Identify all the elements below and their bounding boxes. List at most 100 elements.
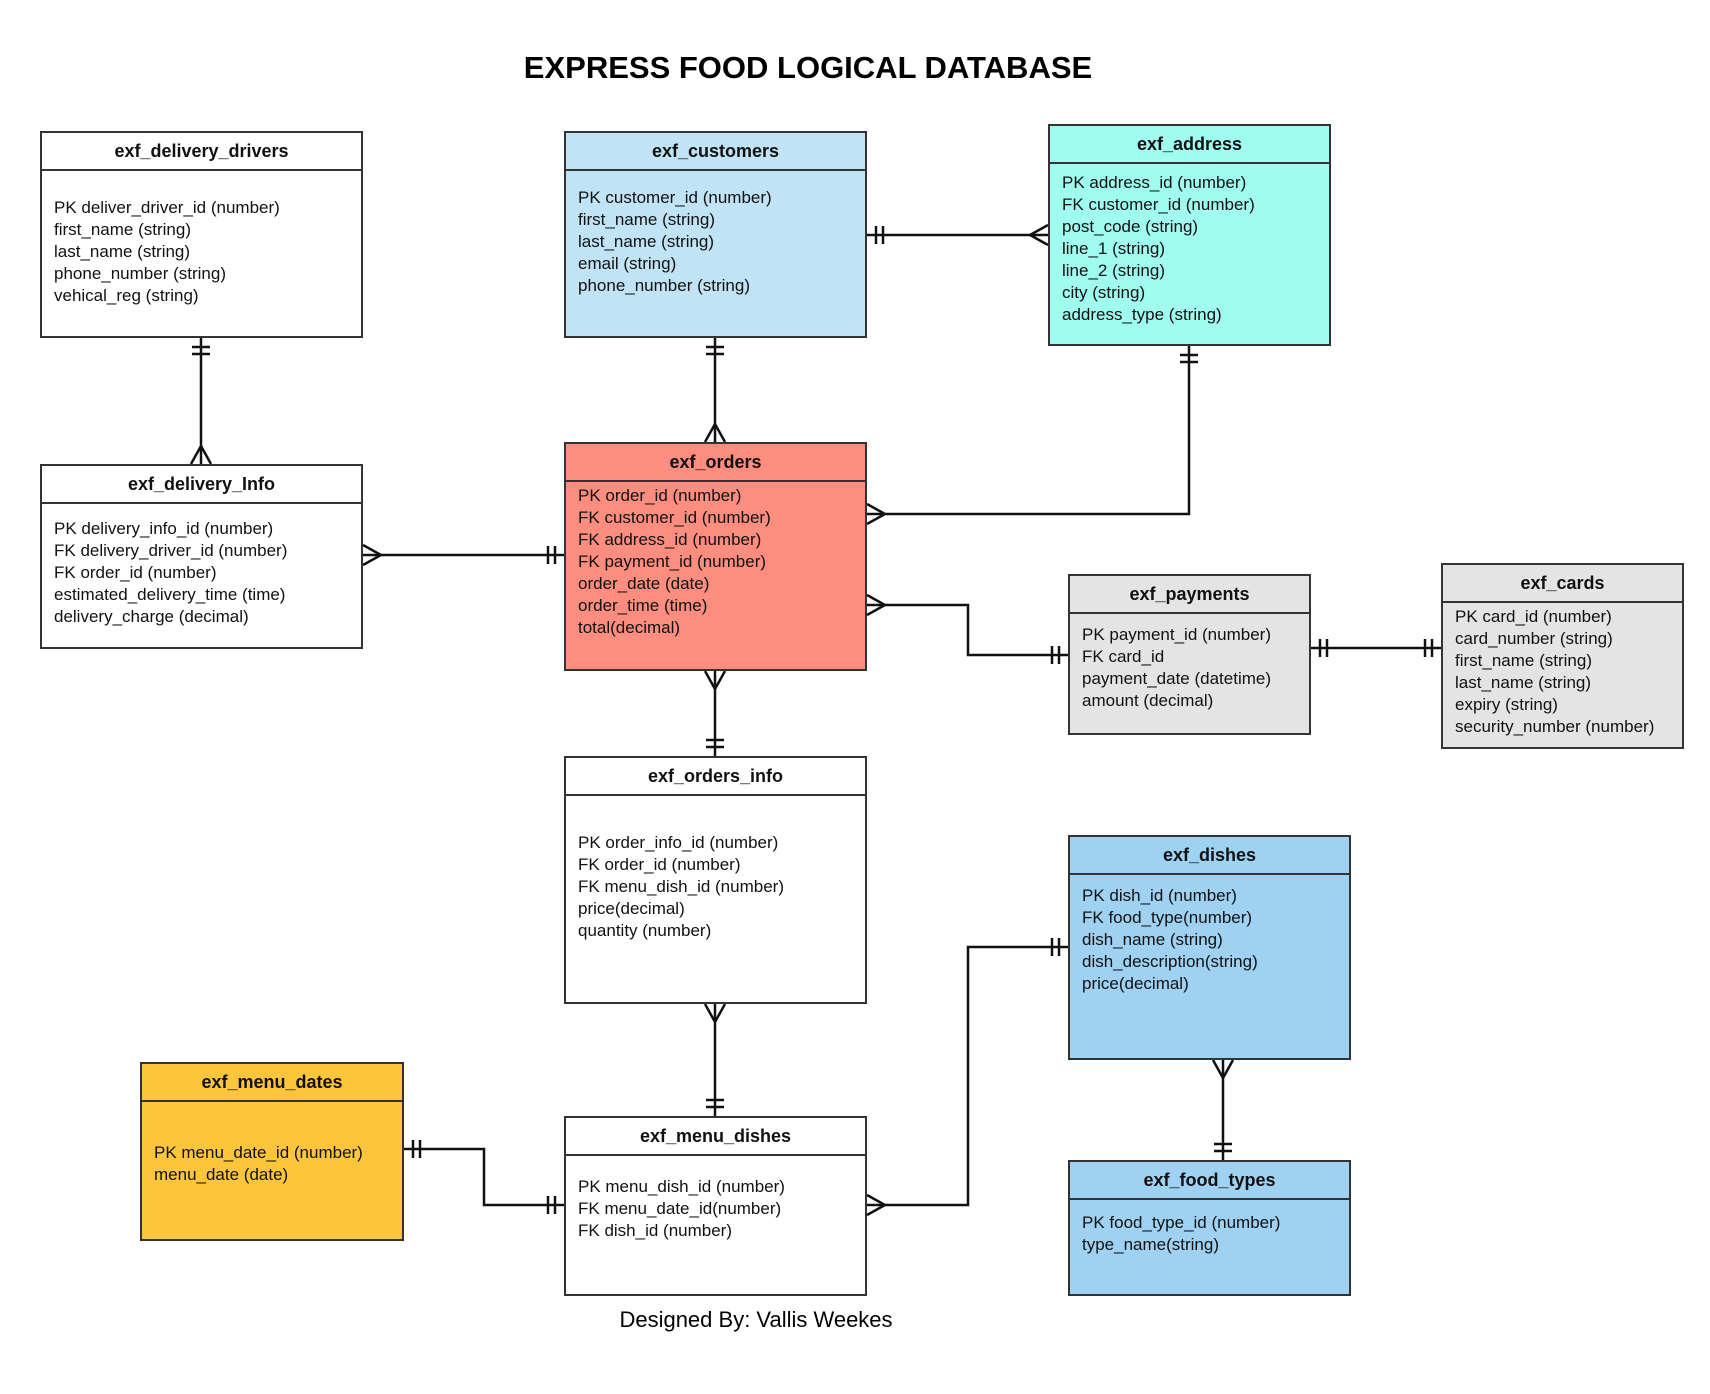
many-marker (362, 543, 384, 567)
entity-field: line_2 (string) (1062, 261, 1165, 280)
entity-field: menu_date (date) (154, 1165, 289, 1184)
entity-field: PK menu_date_id (number) (154, 1143, 363, 1162)
entity-field: last_name (string) (54, 242, 191, 261)
rel-menudates-menudishes (404, 1147, 564, 1207)
entity-fields: PK menu_dish_id (number) FK menu_date_id(… (566, 1156, 865, 1242)
entity-field: phone_number (string) (578, 276, 750, 295)
entity-cards[interactable]: exf_cards PK card_id (number) card_number… (1441, 563, 1684, 749)
entity-fields: PK food_type_id (number) type_name(string… (1070, 1200, 1349, 1256)
entity-fields: PK delivery_info_id (number) FK delivery_… (42, 504, 361, 628)
entity-header: exf_payments (1070, 576, 1309, 614)
entity-field: FK menu_date_id(number) (578, 1199, 782, 1218)
entity-field: first_name (string) (54, 220, 191, 239)
entity-dishes[interactable]: exf_dishes PK dish_id (number) FK food_ty… (1068, 835, 1351, 1060)
entity-field: PK deliver_driver_id (number) (54, 198, 280, 217)
entity-delivery-info[interactable]: exf_delivery_Info PK delivery_info_id (n… (40, 464, 363, 649)
entity-header: exf_dishes (1070, 837, 1349, 875)
rel-address-orders (867, 346, 1191, 516)
entity-field: quantity (number) (578, 921, 712, 940)
entity-menu-dishes[interactable]: exf_menu_dishes PK menu_dish_id (number)… (564, 1116, 867, 1296)
entity-header: exf_delivery_drivers (42, 133, 361, 171)
entity-field: price(decimal) (578, 899, 685, 918)
entity-fields: PK order_id (number) FK customer_id (numb… (566, 482, 865, 639)
many-marker (866, 1193, 888, 1217)
many-marker (703, 670, 727, 692)
entity-field: delivery_charge (decimal) (54, 607, 249, 626)
entity-field: payment_date (datetime) (1082, 669, 1271, 688)
entity-header: exf_menu_dishes (566, 1118, 865, 1156)
entity-field: PK delivery_info_id (number) (54, 519, 274, 538)
entity-field: FK delivery_driver_id (number) (54, 541, 288, 560)
entity-field: estimated_delivery_time (time) (54, 585, 286, 604)
entity-field: type_name(string) (1082, 1235, 1220, 1254)
entity-field: PK address_id (number) (1062, 173, 1247, 192)
entity-header: exf_customers (566, 133, 865, 171)
entity-field: PK dish_id (number) (1082, 886, 1237, 905)
entity-field: FK menu_dish_id (number) (578, 877, 784, 896)
entity-fields: PK address_id (number)FK customer_id (nu… (1050, 164, 1329, 326)
entity-header: exf_address (1050, 126, 1329, 164)
entity-field: PK order_info_id (number) (578, 833, 779, 852)
entity-field: PK food_type_id (number) (1082, 1213, 1281, 1232)
entity-field: PK card_id (number) (1455, 607, 1612, 626)
entity-field: card_number (string) (1455, 629, 1613, 648)
entity-field: last_name (string) (1455, 673, 1592, 692)
entity-payments[interactable]: exf_payments PK payment_id (number) FK ca… (1068, 574, 1311, 735)
entity-customers[interactable]: exf_customers PK customer_id (number) fir… (564, 131, 867, 338)
rel-dishes-menudishes (867, 945, 1068, 1207)
entity-field: vehical_reg (string) (54, 286, 199, 305)
entity-fields: PK card_id (number) card_number (string) f… (1443, 603, 1682, 738)
entity-field: PK customer_id (number) (578, 188, 772, 207)
entity-field: last_name (string) (578, 232, 715, 251)
many-marker (703, 1003, 727, 1025)
entity-header: exf_orders_info (566, 758, 865, 796)
entity-header: exf_delivery_Info (42, 466, 361, 504)
entity-field: first_name (string) (1455, 651, 1592, 670)
many-marker (1027, 223, 1049, 247)
entity-menu-dates[interactable]: exf_menu_dates PK menu_date_id (number) m… (140, 1062, 404, 1241)
entity-address[interactable]: exf_address PK address_id (number)FK cus… (1048, 124, 1331, 346)
entity-field: dish_name (string) (1082, 930, 1223, 949)
entity-orders[interactable]: exf_orders PK order_id (number) FK custom… (564, 442, 867, 671)
entity-field: dish_description(string) (1082, 952, 1258, 971)
designer-credit: Designed By: Vallis Weekes (619, 1307, 893, 1332)
entity-field: order_date (date) (578, 574, 710, 593)
many-marker (703, 421, 727, 443)
entity-field: address_type (string) (1062, 305, 1222, 324)
entity-field: order_time (time) (578, 596, 708, 615)
rel-payments-orders (867, 603, 1068, 657)
many-marker (866, 593, 888, 617)
entity-orders-info[interactable]: exf_orders_info PK order_info_id (number… (564, 756, 867, 1004)
entity-field: FK address_id (number) (578, 530, 762, 549)
entity-field: FK order_id (number) (578, 855, 741, 874)
entity-field: PK menu_dish_id (number) (578, 1177, 785, 1196)
entity-header: exf_orders (566, 444, 865, 482)
entity-field: price(decimal) (1082, 974, 1189, 993)
entity-field: first_name (string) (578, 210, 715, 229)
entity-fields: PK payment_id (number) FK card_id payment_… (1070, 614, 1309, 712)
entity-field: PK order_id (number) (578, 486, 742, 505)
entity-field: security_number (number) (1455, 717, 1655, 736)
many-marker (189, 443, 213, 465)
entity-header: exf_food_types (1070, 1162, 1349, 1200)
entity-field: FK card_id (1082, 647, 1165, 666)
diagram-title: EXPRESS FOOD LOGICAL DATABASE (523, 50, 1093, 85)
entity-food-types[interactable]: exf_food_types PK food_type_id (number) t… (1068, 1160, 1351, 1296)
entity-field: expiry (string) (1455, 695, 1558, 714)
entity-field: email (string) (578, 254, 677, 273)
entity-fields: PK menu_date_id (number) menu_date (date) (142, 1102, 402, 1186)
entity-field: PK payment_id (number) (1082, 625, 1271, 644)
entity-field: city (string) (1062, 283, 1146, 302)
entity-delivery-drivers[interactable]: exf_delivery_drivers PK deliver_driver_i… (40, 131, 363, 338)
entity-fields: PK order_info_id (number) FK order_id (nu… (566, 796, 865, 942)
entity-fields: PK deliver_driver_id (number) first_name … (42, 171, 361, 307)
entity-field: FK payment_id (number) (578, 552, 767, 571)
many-marker (866, 502, 888, 526)
entity-field: FK customer_id (number) (578, 508, 771, 527)
entity-header: exf_menu_dates (142, 1064, 402, 1102)
entity-field: FK food_type(number) (1082, 908, 1253, 927)
entity-fields: PK customer_id (number) first_name (strin… (566, 171, 865, 297)
entity-header: exf_cards (1443, 565, 1682, 603)
many-marker (1211, 1059, 1235, 1081)
